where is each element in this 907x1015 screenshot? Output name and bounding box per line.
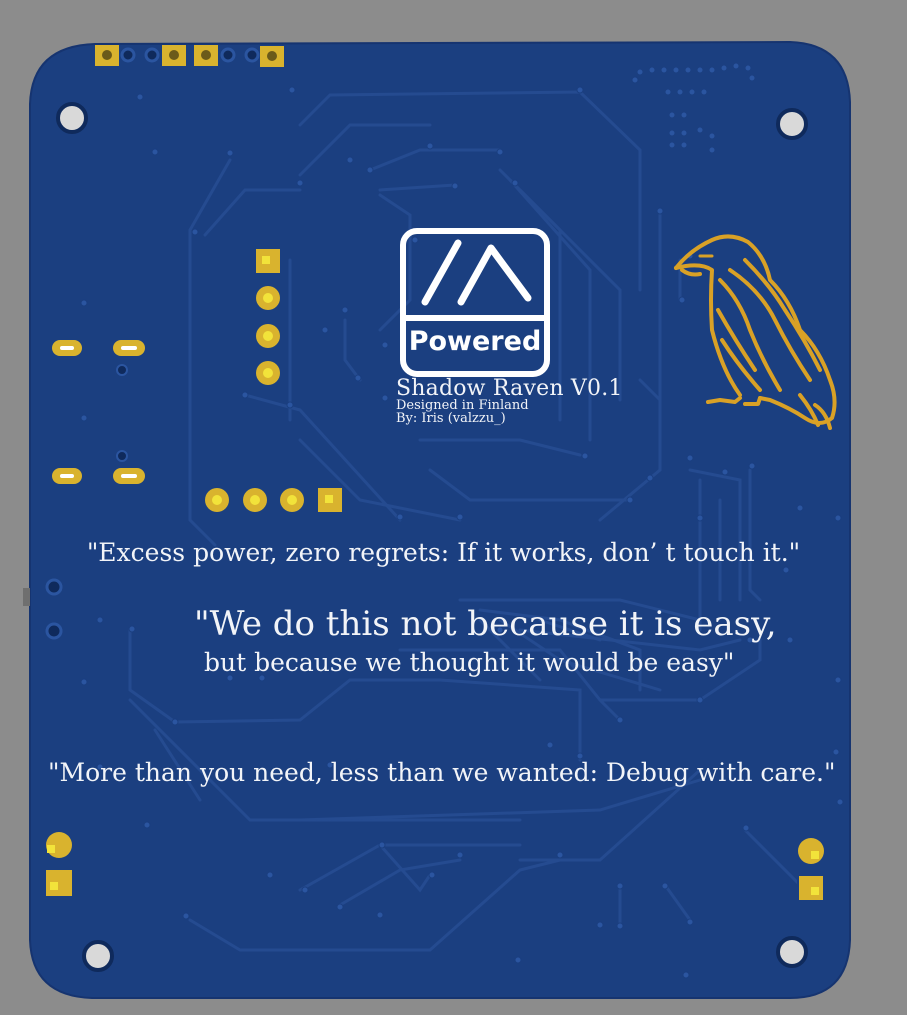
left-holes xyxy=(45,578,63,640)
mounting-hole xyxy=(82,940,114,972)
quote-debug-with-care: "More than you need, less than we wanted… xyxy=(48,758,836,787)
mounting-hole xyxy=(776,108,808,140)
board-outline xyxy=(29,40,851,999)
board-title: Shadow Raven V0.1 xyxy=(396,376,623,401)
author-label: By: Iris (valzzu_) xyxy=(396,411,506,426)
top-header xyxy=(95,45,284,67)
ka-arrow-logo-icon xyxy=(400,228,550,377)
usb-pads xyxy=(52,340,145,484)
designed-in-label: Designed in Finland xyxy=(396,398,529,413)
bottom-left-header xyxy=(46,832,72,896)
edge-tab xyxy=(23,588,30,606)
quote-easy-line1: "We do this not because it is easy, xyxy=(194,604,777,644)
quote-easy-line2: but because we thought it would be easy" xyxy=(204,648,735,677)
mounting-hole xyxy=(776,936,808,968)
raven-icon xyxy=(674,234,837,430)
bottom-right-header xyxy=(797,838,825,902)
quote-excess-power: "Excess power, zero regrets: If it works… xyxy=(86,538,801,567)
copper-traces xyxy=(128,90,812,952)
vias xyxy=(80,76,844,979)
via-grid xyxy=(637,63,755,153)
logo-label: Powered xyxy=(408,326,542,357)
mounting-hole xyxy=(56,102,88,134)
horizontal-header xyxy=(205,488,342,512)
vertical-header xyxy=(256,249,280,385)
mounting-holes xyxy=(56,102,808,972)
